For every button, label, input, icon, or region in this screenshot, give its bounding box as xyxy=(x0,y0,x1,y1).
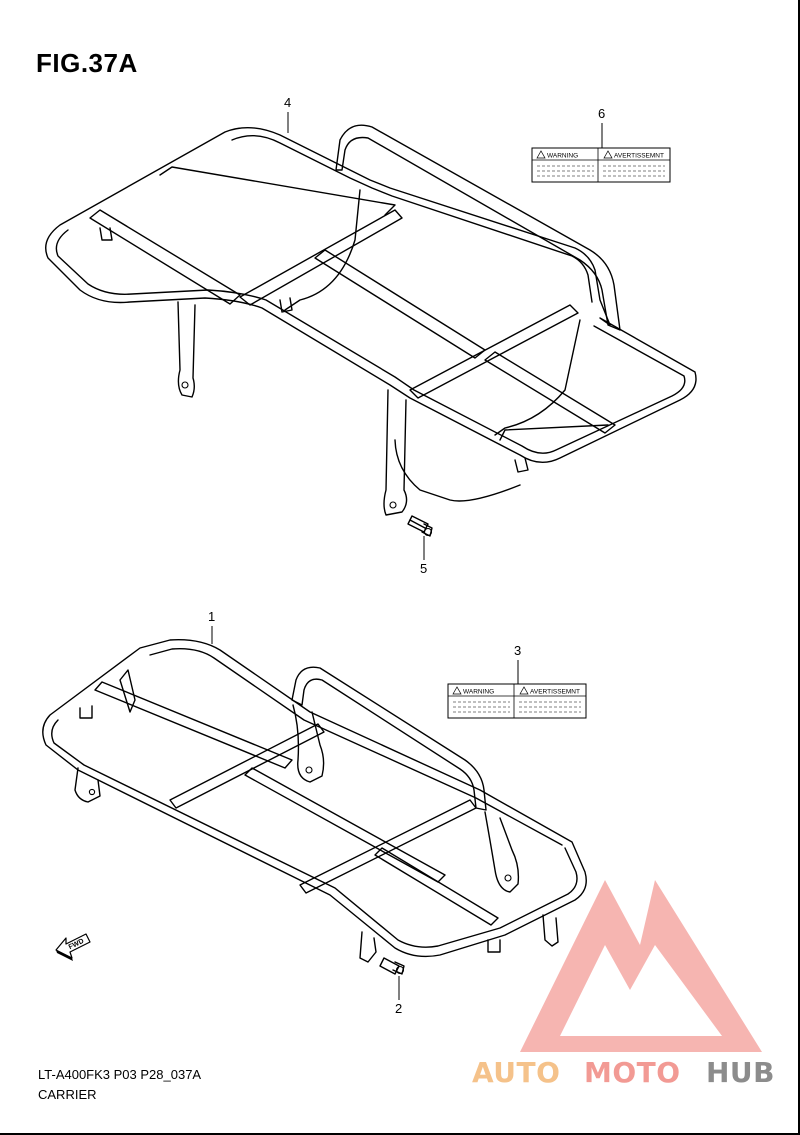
bolt-5 xyxy=(407,515,433,537)
figure-title: FIG.37A xyxy=(36,48,138,78)
svg-text:1: 1 xyxy=(208,609,215,624)
bolt-2 xyxy=(379,957,405,975)
lower-carrier xyxy=(42,639,587,963)
upper-carrier xyxy=(45,124,697,516)
watermark-moto: MOTO xyxy=(584,1056,681,1089)
svg-text:5: 5 xyxy=(420,561,427,576)
callout-3: 3 xyxy=(514,643,521,684)
label3-avertissement-text: AVERTISSEMNT xyxy=(530,689,580,696)
svg-text:4: 4 xyxy=(284,95,291,110)
svg-text:3: 3 xyxy=(514,643,521,658)
label6-warning-text: WARNING xyxy=(547,153,578,160)
section-name: CARRIER xyxy=(38,1087,97,1102)
warning-label-6: WARNING AVERTISSEMNT xyxy=(531,147,671,183)
watermark-auto: AUTO xyxy=(472,1056,560,1089)
svg-text:2: 2 xyxy=(395,1001,402,1016)
model-code: LT-A400FK3 P03 P28_037A xyxy=(38,1067,202,1082)
callout-4: 4 xyxy=(284,95,291,133)
callout-5: 5 xyxy=(420,536,427,576)
watermark-hub: HUB xyxy=(706,1056,775,1089)
fwd-arrow-icon: FWD xyxy=(55,933,91,961)
label6-avertissement-text: AVERTISSEMNT xyxy=(614,153,664,160)
callout-6: 6 xyxy=(598,106,605,148)
watermark-wordmark: AUTO MOTO HUB xyxy=(472,1056,775,1089)
warning-label-3: WARNING AVERTISSEMNT xyxy=(447,683,587,719)
callout-2: 2 xyxy=(395,976,402,1016)
svg-text:6: 6 xyxy=(598,106,605,121)
callout-1: 1 xyxy=(208,609,215,644)
label3-warning-text: WARNING xyxy=(463,689,494,696)
watermark-logo xyxy=(520,880,762,1052)
